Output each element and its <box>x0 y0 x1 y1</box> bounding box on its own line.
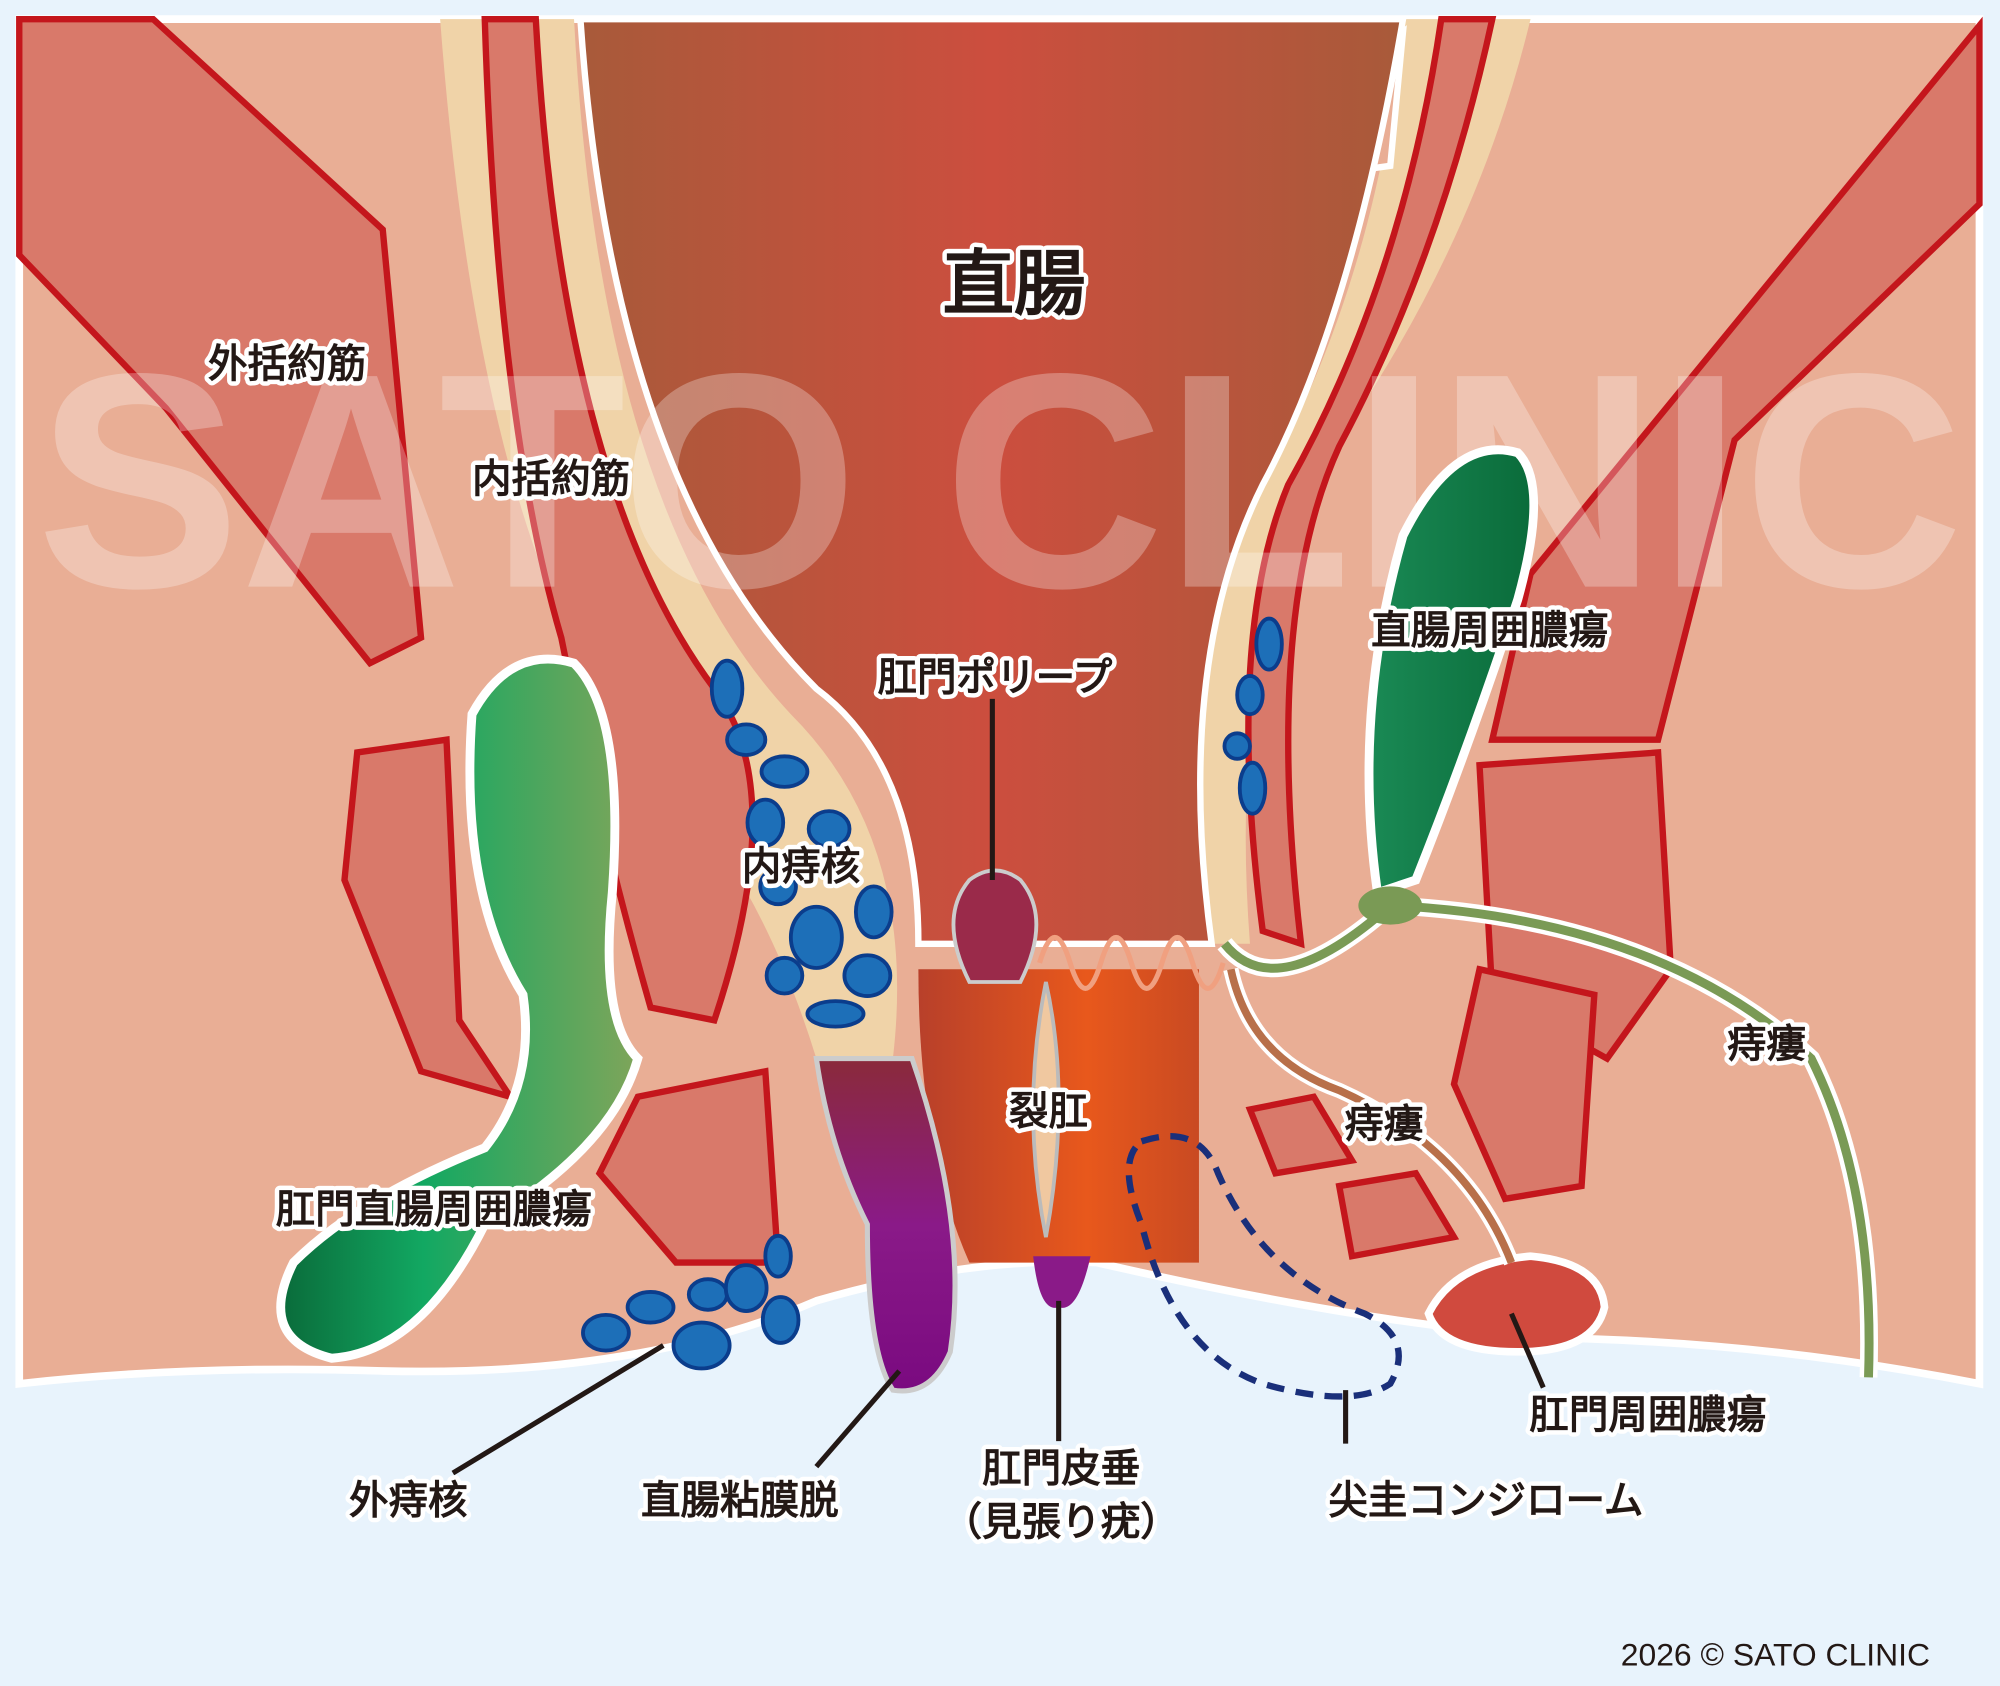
leader-lines <box>451 698 1546 1476</box>
label-anorectal-abscess: 肛門直腸周囲膿瘍 <box>276 1187 592 1233</box>
label-external-sphincter: 外括約筋 <box>208 342 366 388</box>
dentate-line-wave <box>1037 934 1226 991</box>
muscle-right-bottom <box>1245 1093 1358 1177</box>
internal-hemorrhoid-veins <box>709 658 894 1029</box>
anorectal-abscess <box>276 654 643 1363</box>
external-hemorrhoid-veins <box>581 1233 801 1371</box>
label-external-hemorrhoid: 外痔核 <box>349 1478 468 1524</box>
internal-sphincter-left <box>481 15 756 1024</box>
fistula-tract-intersphincteric-inner <box>1227 968 1515 1264</box>
external-sphincter-subcutaneous-left <box>595 1067 782 1266</box>
rectal-mucosal-prolapse <box>813 1055 958 1394</box>
anal-fissure-mark <box>1031 981 1061 1238</box>
label-perianal-abscess: 肛門周囲膿瘍 <box>1529 1392 1766 1438</box>
perirectal-abscess <box>1364 445 1539 899</box>
label-rectal-prolapse: 直腸粘膜脱 <box>641 1478 839 1524</box>
fistula-junction <box>1358 886 1423 925</box>
label-condyloma: 尖圭コンジローム <box>1328 1478 1643 1524</box>
label-rectum: 直腸 <box>943 243 1086 326</box>
skin-tag <box>1033 1256 1091 1308</box>
right-veins <box>1222 616 1284 816</box>
internal-sphincter-right <box>1245 15 1497 949</box>
fat-layer-right <box>1184 19 1531 944</box>
muscle-right-bottom-2 <box>1335 1169 1460 1260</box>
label-anal-polyp: 肛門ポリープ <box>878 655 1113 701</box>
external-sphincter-subcutaneous-right <box>1450 965 1598 1203</box>
perianal-abscess <box>1424 1252 1609 1356</box>
anal-polyp <box>951 868 1039 984</box>
label-anal-fistula-center: 痔瘻 <box>1344 1102 1423 1148</box>
external-sphincter-right <box>1488 16 1983 743</box>
label-skin-tag: 肛門皮垂 <box>982 1446 1140 1492</box>
label-perirectal-abscess: 直腸周囲膿瘍 <box>1371 608 1608 654</box>
external-sphincter-left <box>16 15 425 668</box>
label-anal-fissure: 裂肛 <box>1009 1089 1088 1135</box>
label-internal-sphincter: 内括約筋 <box>472 456 630 502</box>
fistula-tract-transsphincteric-inner <box>1220 900 1874 1378</box>
condyloma-outline <box>1125 1133 1402 1400</box>
copyright: 2026 © SATO CLINIC <box>1621 1637 1930 1673</box>
watermark: SATO CLINIC <box>36 310 1963 652</box>
label-anal-fistula-right: 痔瘻 <box>1727 1021 1806 1067</box>
label-internal-hemorrhoid: 内痔核 <box>742 844 861 890</box>
label-skin-tag-sub: （見張り疣） <box>943 1500 1180 1546</box>
